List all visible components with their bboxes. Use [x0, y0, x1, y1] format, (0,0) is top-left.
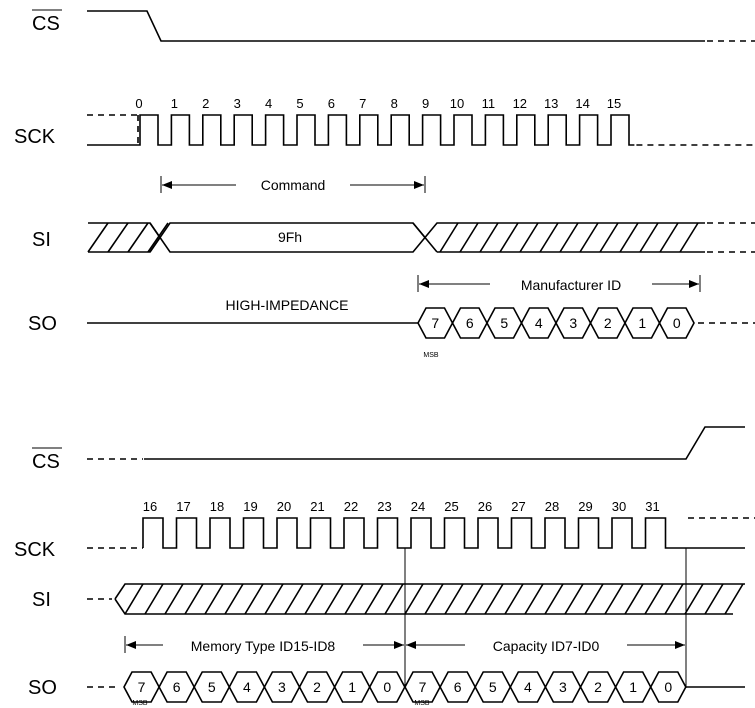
cs-label-top: CS: [32, 13, 60, 35]
sck-number-15: 15: [607, 96, 621, 111]
sck-number-26: 26: [478, 499, 492, 514]
sck-number-6: 6: [328, 96, 335, 111]
so-bot-b-bit-7: [649, 671, 687, 703]
sck-number-29: 29: [578, 499, 592, 514]
sck-number-10: 10: [450, 96, 464, 111]
so-top-bit-label-6: 1: [638, 315, 646, 331]
sck-number-0: 0: [135, 96, 142, 111]
cs-waveform-bottom: [144, 426, 745, 460]
command-label: Command: [261, 177, 326, 193]
si-waveform-top: [87, 222, 755, 253]
so-bot-a-bit-label-5: 2: [313, 679, 321, 695]
so-bot-a-bit-label-7: 0: [383, 679, 391, 695]
sck-number-20: 20: [277, 499, 291, 514]
sck-number-11: 11: [482, 96, 496, 111]
so-label-bottom: SO: [28, 677, 57, 699]
sck-label-top: SCK: [14, 126, 56, 148]
sck-number-27: 27: [511, 499, 525, 514]
cs-label-bottom: CS: [32, 451, 60, 473]
sck-number-31: 31: [645, 499, 659, 514]
so-bits-top: 7 6 5 4 3 2 1 0: [417, 307, 755, 339]
sck-number-7: 7: [359, 96, 366, 111]
msb-label-top: MSB: [423, 352, 439, 359]
so-bot-a-bit-label-1: 6: [173, 679, 181, 695]
sck-clock-numbers-bottom: 16 17 18 19 20 21 22 23 24 25 26 27 28 29 30 31: [143, 499, 660, 514]
so-top-bit-label-4: 3: [569, 315, 577, 331]
sck-number-2: 2: [202, 96, 209, 111]
sck-number-23: 23: [377, 499, 391, 514]
manufacturer-label: Manufacturer ID: [521, 277, 621, 293]
so-bot-a-bit-label-4: 3: [278, 679, 286, 695]
sck-waveform-bottom: [87, 517, 755, 549]
so-label-top: SO: [28, 313, 57, 335]
sck-number-14: 14: [575, 96, 589, 111]
si-command-value: 9Fh: [278, 229, 302, 245]
so-bot-b-bit-label-0: 7: [419, 679, 427, 695]
msb-label-bottom-b: MSB: [414, 700, 430, 707]
si-waveform-bottom: [87, 583, 745, 615]
so-bot-b-bit-label-7: 0: [664, 679, 672, 695]
msb-label-bottom-a: MSB: [132, 700, 148, 707]
so-bot-a-bit-label-0: 7: [138, 679, 146, 695]
sck-number-18: 18: [210, 499, 224, 514]
sck-number-19: 19: [243, 499, 257, 514]
sck-number-9: 9: [422, 96, 429, 111]
so-top-bit-7: [658, 307, 695, 339]
sck-number-5: 5: [296, 96, 303, 111]
so-bot-a-bit-label-3: 4: [243, 679, 251, 695]
so-bot-b-bit-label-5: 2: [594, 679, 602, 695]
si-label-bottom: SI: [32, 589, 51, 611]
so-bot-b-bit-label-1: 6: [454, 679, 462, 695]
so-top-bit-label-0: 7: [431, 315, 439, 331]
sck-number-4: 4: [265, 96, 272, 111]
cs-waveform-top: [87, 10, 705, 42]
so-bot-a-bit-label-2: 5: [208, 679, 216, 695]
si-label-top: SI: [32, 229, 51, 251]
sck-waveform-top: [87, 114, 755, 146]
sck-number-13: 13: [544, 96, 558, 111]
sck-number-3: 3: [234, 96, 241, 111]
so-top-bit-label-2: 5: [500, 315, 508, 331]
sck-label-bottom: SCK: [14, 539, 56, 561]
sck-number-21: 21: [310, 499, 324, 514]
so-top-bit-label-5: 2: [604, 315, 612, 331]
sck-number-16: 16: [143, 499, 157, 514]
so-bot-b-bit-label-4: 3: [559, 679, 567, 695]
so-bits-bottom: 7 6 5 4 3 2 1 0 7 6 5 4 3 2 1 0: [123, 671, 687, 703]
so-bot-b-bit-label-2: 5: [489, 679, 497, 695]
sck-number-30: 30: [612, 499, 626, 514]
so-top-bit-label-3: 4: [535, 315, 543, 331]
so-bot-b-bit-label-3: 4: [524, 679, 532, 695]
sck-number-8: 8: [391, 96, 398, 111]
so-bot-b-bit-label-6: 1: [629, 679, 637, 695]
so-bot-a-bit-label-6: 1: [348, 679, 356, 695]
sck-number-17: 17: [176, 499, 190, 514]
sck-number-24: 24: [411, 499, 425, 514]
capacity-label: Capacity ID7-ID0: [493, 638, 600, 654]
high-impedance-label: HIGH-IMPEDANCE: [226, 297, 349, 313]
sck-number-1: 1: [171, 96, 178, 111]
memory-type-label: Memory Type ID15-ID8: [191, 638, 336, 654]
so-top-bit-label-7: 0: [673, 315, 681, 331]
sck-number-28: 28: [545, 499, 559, 514]
sck-number-22: 22: [344, 499, 358, 514]
so-top-bit-label-1: 6: [466, 315, 474, 331]
sck-number-12: 12: [513, 96, 527, 111]
sck-number-25: 25: [444, 499, 458, 514]
